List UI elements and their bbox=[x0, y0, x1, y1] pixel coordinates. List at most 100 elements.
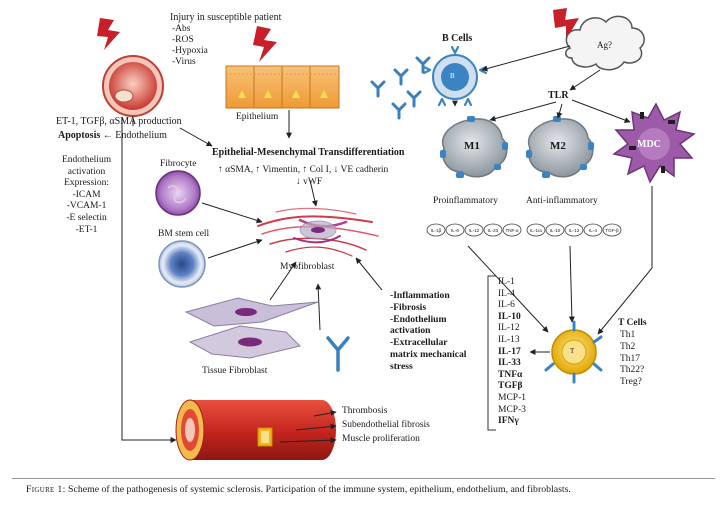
process-item: -Inflammation bbox=[390, 290, 450, 301]
tissue-fibroblast-cells bbox=[184, 297, 319, 359]
apoptosis-label: Apoptosis bbox=[58, 130, 101, 141]
endothelium-label: ← Endothelium bbox=[100, 130, 167, 141]
anti-inflammatory-label: Anti-inflammatory bbox=[526, 196, 598, 206]
antibody-icons bbox=[370, 56, 431, 120]
endothelium-activation-item: Endothelium bbox=[62, 155, 112, 165]
t-cell-subtype: Th22? bbox=[620, 365, 645, 376]
et1-production-label: ET-1, TGFβ, αSMA production bbox=[56, 116, 182, 127]
m1-cytokine-capsule bbox=[464, 223, 484, 237]
m2-cytokine-capsule-label: IL-4 bbox=[589, 228, 597, 233]
m1-cytokine-capsule bbox=[445, 223, 465, 237]
m1-cytokine-capsule-label: IL-6 bbox=[451, 228, 459, 233]
cytokine-item: MCP-1 bbox=[498, 392, 526, 403]
cytokine-item: MCP-3 bbox=[498, 404, 526, 415]
injury-item: -Virus bbox=[172, 57, 196, 67]
figure-number: Figure 1: bbox=[26, 484, 66, 495]
vessel-label-muscle: Muscle proliferation bbox=[342, 434, 420, 444]
endothelium-activation-item: -ET-1 bbox=[75, 224, 98, 235]
m2-cytokine-capsule-label: TGF-β bbox=[605, 228, 619, 233]
bm-stem-cell-label: BM stem cell bbox=[158, 229, 210, 239]
t-cells-title: T Cells bbox=[618, 318, 647, 329]
m2-cytokine-capsule-label: IL-10 bbox=[550, 228, 561, 233]
m2-label: M2 bbox=[550, 140, 566, 152]
cytokine-item: IL-4 bbox=[498, 288, 515, 299]
markers-line-1: ↑ αSMA, ↑ Vimentin, ↑ Col I, ↓ VE cadher… bbox=[218, 165, 389, 175]
m2-cytokine-capsule-label: IL-13 bbox=[569, 228, 580, 233]
epithelium-layer bbox=[225, 65, 340, 109]
m1-cytokine-capsule bbox=[502, 223, 522, 237]
b-cells-label: B Cells bbox=[442, 33, 473, 44]
endothelium-activation-item: -VCAM-1 bbox=[66, 201, 107, 212]
endothelium-activation-list: Endothelium activation Expression: -ICAM… bbox=[62, 155, 111, 236]
epithelium-label: Epithelium bbox=[236, 112, 279, 122]
cytokine-item: IL-1 bbox=[498, 277, 515, 287]
cytokine-item: IL-10 bbox=[498, 311, 521, 322]
m2-cytokine-capsule-label: IL-1ra bbox=[530, 228, 542, 233]
m2-cytokine-capsule bbox=[564, 223, 584, 237]
cytokine-item: IL-13 bbox=[498, 334, 520, 345]
endothelium-activation-item: activation bbox=[67, 166, 106, 177]
t-cell-inner-label: T bbox=[570, 347, 575, 355]
b-cell bbox=[422, 45, 488, 107]
endothelium-activation-item: -E selectin bbox=[66, 212, 107, 223]
myofibroblast-cells bbox=[257, 207, 379, 257]
cytokine-item: TNFα bbox=[498, 369, 523, 380]
cytokine-bracket bbox=[487, 275, 496, 431]
endothelium-activation-item: -ICAM bbox=[72, 189, 101, 200]
mdc-label: MDC bbox=[637, 139, 661, 150]
pathway-arrows bbox=[121, 45, 653, 444]
t-cell bbox=[544, 320, 603, 384]
cytokine-item: TGFβ bbox=[498, 381, 523, 392]
m2-cytokine-capsule bbox=[526, 223, 546, 237]
injury-title: Injury in susceptible patient bbox=[170, 12, 282, 23]
t-cell-subtype: Th1 bbox=[620, 330, 636, 340]
emt-label: Epithelial-Mesenchymal Transdifferentiat… bbox=[212, 147, 405, 158]
b-cell-inner-label: B bbox=[450, 72, 455, 80]
m1-cytokine-capsule-label: IL-23 bbox=[488, 228, 499, 233]
cytokine-item: IFNγ bbox=[498, 416, 519, 427]
fibrocyte-cell bbox=[155, 170, 201, 216]
process-item: -Endothelium bbox=[390, 313, 447, 325]
t-cell-subtype: Th2 bbox=[620, 341, 636, 352]
endothelium-activation-item: Expression: bbox=[64, 178, 109, 189]
figure-caption: Figure 1: Scheme of the pathogenesis of … bbox=[26, 484, 571, 495]
t-cell-subtype: Th17 bbox=[620, 353, 641, 364]
fibrocyte-label: Fibrocyte bbox=[160, 159, 197, 169]
m2-cytokine-capsule bbox=[545, 223, 565, 237]
injury-item: -Hypoxia bbox=[172, 46, 208, 56]
tlr-label: TLR bbox=[548, 90, 569, 101]
cytokine-item: IL-12 bbox=[498, 323, 520, 334]
injury-item: -ROS bbox=[172, 35, 194, 45]
proinflammatory-label: Proinflammatory bbox=[433, 196, 498, 206]
injury-list: -Abs -ROS -Hypoxia -Virus bbox=[172, 24, 208, 68]
m1-cytokine-capsule-label: TNF-α bbox=[505, 228, 518, 233]
tissue-fibroblast-label: Tissue Fibroblast bbox=[202, 366, 268, 376]
process-item: -Extracellular bbox=[390, 337, 448, 349]
process-item: -Fibrosis bbox=[390, 301, 427, 313]
markers-line-2: ↓ vWF bbox=[296, 177, 323, 187]
process-item: matrix mechanical bbox=[390, 348, 467, 360]
m1-cytokine-capsule bbox=[483, 223, 503, 237]
injury-item: -Abs bbox=[172, 24, 191, 34]
dendritic-cell bbox=[612, 102, 696, 184]
m1-cytokine-capsule-label: IL-12 bbox=[469, 228, 480, 233]
t-cells-title-text: T Cells bbox=[618, 318, 647, 328]
vessel-label-thrombosis: Thrombosis bbox=[342, 406, 388, 416]
blood-vessel bbox=[175, 399, 336, 461]
process-item: activation bbox=[390, 325, 431, 337]
antigen-cloud bbox=[565, 15, 645, 71]
cytokine-item: IL-33 bbox=[498, 358, 521, 369]
m1-cytokine-capsule-label: IL-1β bbox=[431, 228, 442, 233]
m1-cytokine-capsule bbox=[426, 223, 446, 237]
m1-macrophage bbox=[440, 116, 508, 178]
cytokine-item: IL-6 bbox=[498, 300, 515, 311]
cytokine-item: IL-17 bbox=[498, 346, 521, 357]
caption-divider bbox=[12, 478, 715, 479]
m1-label: M1 bbox=[464, 140, 480, 152]
vessel-label-fibrosis: Subendothelial fibrosis bbox=[342, 420, 430, 430]
t-cell-subtype: Treg? bbox=[620, 377, 642, 388]
m2-cytokine-capsule bbox=[602, 223, 622, 237]
process-item: stress bbox=[390, 360, 413, 372]
